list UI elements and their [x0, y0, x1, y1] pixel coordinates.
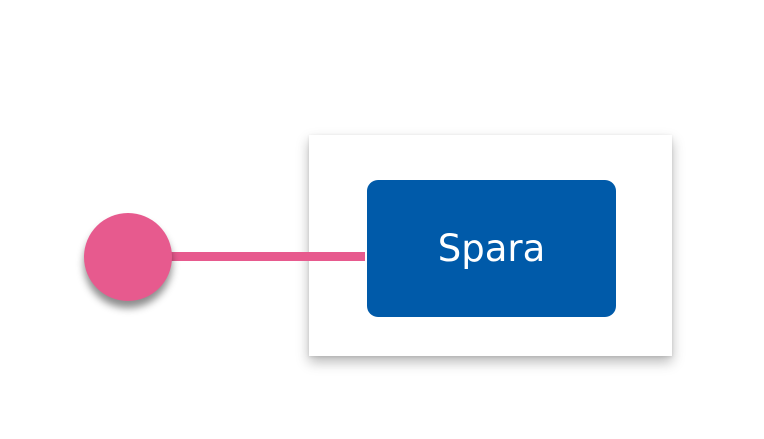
save-button[interactable]: Spara: [367, 180, 616, 317]
annotation-connector-line: [150, 252, 365, 261]
annotation-marker-dot: [84, 213, 172, 301]
